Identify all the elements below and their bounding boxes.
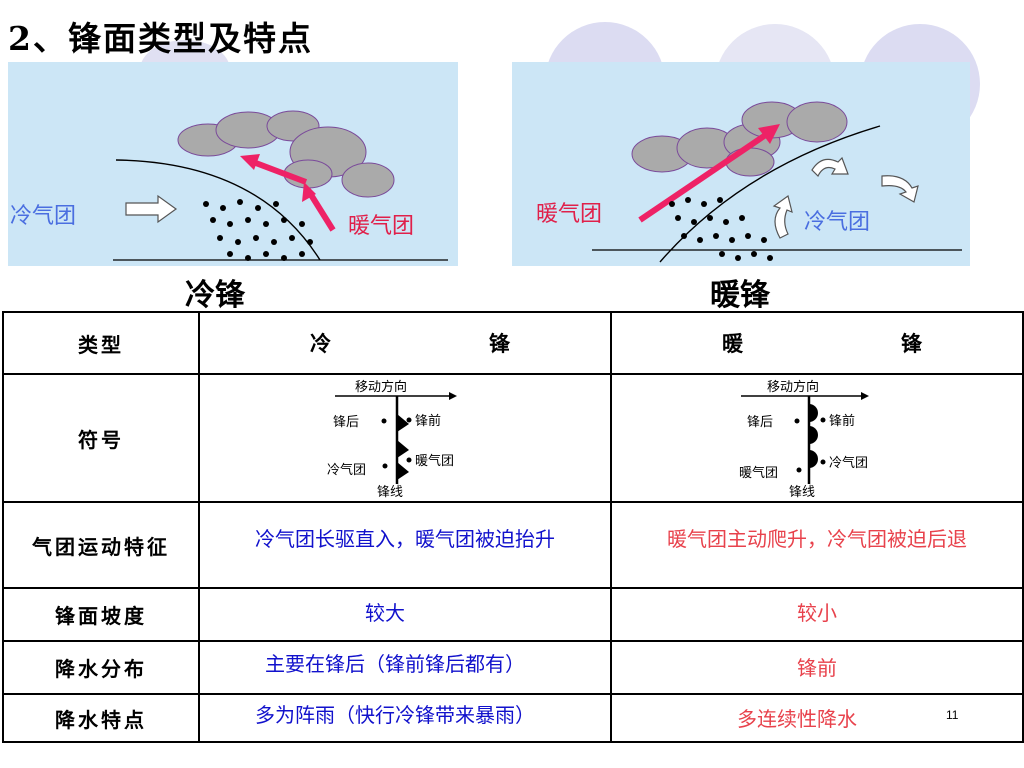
table-header-row: 类型 冷锋 暖锋: [2, 311, 1024, 375]
svg-text:锋前: 锋前: [829, 413, 855, 429]
table-row: 降水分布 主要在锋后（锋前锋后都有） 锋前: [2, 640, 1024, 695]
cold-front-value: 较大: [198, 587, 612, 642]
rain-dots: [669, 197, 773, 261]
warm-front-value: 锋前: [610, 640, 1024, 695]
svg-text:锋后: 锋后: [333, 415, 359, 430]
warm-air-mass-label: 暖气团: [348, 214, 415, 239]
svg-text:暖气团: 暖气团: [739, 465, 778, 481]
svg-text:锋线: 锋线: [377, 485, 403, 500]
cold-front-value: 主要在锋后（锋前锋后都有）: [198, 640, 612, 695]
svg-text:锋后: 锋后: [747, 415, 773, 430]
warm-front-illustration: 暖气团 冷气团: [512, 62, 970, 266]
warm-front-value: 较小: [610, 587, 1024, 642]
warm-front-caption: 暖锋: [710, 278, 770, 313]
header-cold-front: 冷锋: [198, 311, 612, 375]
front-comparison-table: 类型 冷锋 暖锋 符号 移动方向 锋后 锋前 冷气团: [2, 311, 1024, 743]
row-label: 气团运动特征: [2, 501, 200, 589]
svg-text:冷气团: 冷气团: [327, 462, 366, 478]
cold-air-mass-label: 冷气团: [10, 204, 77, 229]
svg-text:移动方向: 移动方向: [767, 379, 819, 395]
svg-text:移动方向: 移动方向: [355, 379, 407, 395]
page-number: 11: [946, 708, 959, 722]
table-row: 降水特点 多为阵雨（快行冷锋带来暴雨） 多连续性降水: [2, 693, 1024, 743]
svg-text:锋线: 锋线: [789, 485, 815, 500]
warm-front-symbol-diagram: 移动方向 锋后 锋前 暖气团 冷气团 锋线: [739, 379, 869, 500]
cold-front-value: 冷气团长驱直入，暖气团被迫抬升: [198, 501, 612, 589]
page-title: 2、锋面类型及特点: [8, 19, 313, 58]
cold-front-symbol-diagram: 移动方向 锋后 锋前 冷气团 暖气团 锋线: [327, 379, 457, 500]
row-label: 降水特点: [2, 693, 200, 743]
cold-front-caption: 冷锋: [185, 278, 245, 313]
svg-text:冷气团: 冷气团: [829, 455, 868, 471]
cold-air-mass-label: 冷气团: [804, 210, 871, 235]
rain-dots: [203, 199, 313, 261]
row-label: 锋面坡度: [2, 587, 200, 642]
row-label-symbol: 符号: [2, 373, 200, 503]
header-warm-front: 暖锋: [610, 311, 1024, 375]
cold-front-illustration: 冷气团 暖气团: [8, 62, 458, 266]
table-row: 锋面坡度 较大 较小: [2, 587, 1024, 642]
row-label: 降水分布: [2, 640, 200, 695]
cold-front-symbol: 移动方向 锋后 锋前 冷气团 暖气团 锋线: [198, 373, 612, 503]
warm-front-value: 多连续性降水: [610, 693, 1024, 743]
svg-text:暖气团: 暖气团: [415, 453, 454, 469]
cold-front-diagram: [113, 110, 448, 261]
cold-front-value: 多为阵雨（快行冷锋带来暴雨）: [198, 693, 612, 743]
warm-front-symbol: 移动方向 锋后 锋前 暖气团 冷气团 锋线: [610, 373, 1024, 503]
table-row-symbol: 符号 移动方向 锋后 锋前 冷气团 暖气团 锋线: [2, 373, 1024, 503]
svg-text:锋前: 锋前: [415, 413, 441, 429]
warm-front-diagram: [592, 101, 962, 263]
warm-front-value: 暖气团主动爬升，冷气团被迫后退: [610, 501, 1024, 589]
warm-air-mass-label: 暖气团: [536, 202, 603, 227]
table-row: 气团运动特征 冷气团长驱直入，暖气团被迫抬升 暖气团主动爬升，冷气团被迫后退: [2, 501, 1024, 589]
header-type: 类型: [2, 311, 200, 375]
